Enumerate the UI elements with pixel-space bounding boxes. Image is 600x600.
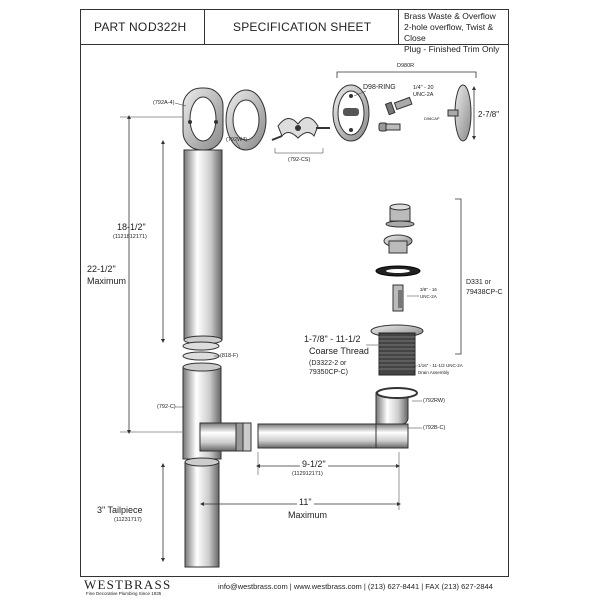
- thread-spec-4: 79350CP-C): [309, 369, 348, 376]
- overflow-pipe: [183, 149, 223, 345]
- description-box: [398, 9, 509, 45]
- dim-11: 11": [297, 497, 314, 507]
- dim-11-sub: Maximum: [288, 510, 328, 520]
- tailpiece: [184, 457, 220, 568]
- thread-spec-1: 1-7/8" - 11-1/2: [304, 334, 361, 344]
- strainer-support: [271, 117, 330, 141]
- part-no-label: PART NO.: [94, 20, 151, 34]
- rubber-washer: [375, 265, 421, 277]
- dim-18-half-codes: (1121812171): [113, 234, 147, 240]
- dim-22-half: 22-1/2": [87, 264, 116, 274]
- product-description: Brass Waste & Overflow 2-hole overflow, …: [404, 11, 508, 55]
- drain-washer: [376, 387, 418, 399]
- dim-18-half: 18-1/2": [117, 222, 146, 232]
- drain-flange: [370, 324, 424, 376]
- overflow-elbow: [182, 87, 224, 151]
- overflow-cap: [447, 84, 472, 142]
- faceplate-screws: [378, 96, 413, 132]
- part-no-value: D322H: [148, 20, 187, 34]
- part-818f: (818-F): [220, 353, 239, 359]
- part-d331: D331 or: [466, 279, 491, 286]
- drain-body: [383, 234, 413, 254]
- part-792c: (792-C): [157, 404, 176, 410]
- part-792rw: (792RW): [423, 398, 445, 404]
- brand-tagline: Fine Decorative Plumbing Since 1935: [86, 591, 162, 596]
- drain-spec: 1-1/16" - 11-1/2 UNC-2A: [414, 363, 463, 368]
- horizontal-waste-pipe: [257, 388, 409, 449]
- dim-tailpiece: 3" Tailpiece: [97, 505, 143, 515]
- part-792bc: (792B-C): [423, 425, 446, 431]
- waste-tee: [182, 362, 252, 460]
- screw-spec-3: 3/8" - 16: [420, 287, 437, 292]
- dim-tailpiece-code: (11231717): [114, 517, 142, 523]
- thread-spec-2: Coarse Thread: [309, 346, 369, 356]
- screw-spec-2: UNC-2A: [413, 92, 434, 98]
- part-79438: 79438CP-C: [466, 289, 503, 296]
- part-792w4: (792W4): [226, 137, 248, 143]
- dim-9-half: 9-1/2": [300, 459, 328, 469]
- sheet-title: SPECIFICATION SHEET: [233, 20, 372, 34]
- dim-22-half-sub: Maximum: [87, 276, 127, 286]
- drain-plug: [385, 203, 415, 228]
- description-line: Brass Waste & Overflow: [404, 11, 496, 21]
- part-d98ring: D98-RING: [363, 84, 396, 91]
- drain-stem: [392, 284, 404, 312]
- contact-line: info@westbrass.com | www.westbrass.com |…: [218, 582, 493, 591]
- overflow-gasket: [225, 89, 267, 151]
- dim-2-7-8: 2-7/8": [478, 110, 500, 119]
- screw-spec-1: 1/4" - 20: [413, 85, 434, 91]
- part-d98cap: D98CAP: [424, 116, 440, 121]
- drain-assembly-label: Drain Assembly: [418, 370, 450, 375]
- overflow-faceplate: [332, 84, 370, 142]
- thread-spec-3: (D3322-2 or: [309, 360, 347, 367]
- description-line: 2-hole overflow, Twist & Close: [404, 22, 494, 43]
- part-d980r: D980R: [397, 63, 415, 69]
- screw-spec-4: UNC-2A: [420, 294, 437, 299]
- part-792cs: (792-CS): [288, 157, 311, 163]
- brand-logo: WESTBRASS: [84, 577, 172, 592]
- dim-9-half-codes: (112912171): [292, 471, 323, 477]
- description-line: Plug - Finished Trim Only: [404, 44, 500, 54]
- drawing-frame: [80, 44, 509, 577]
- part-792a4: (792A-4): [153, 100, 175, 106]
- friction-washer: [182, 341, 220, 361]
